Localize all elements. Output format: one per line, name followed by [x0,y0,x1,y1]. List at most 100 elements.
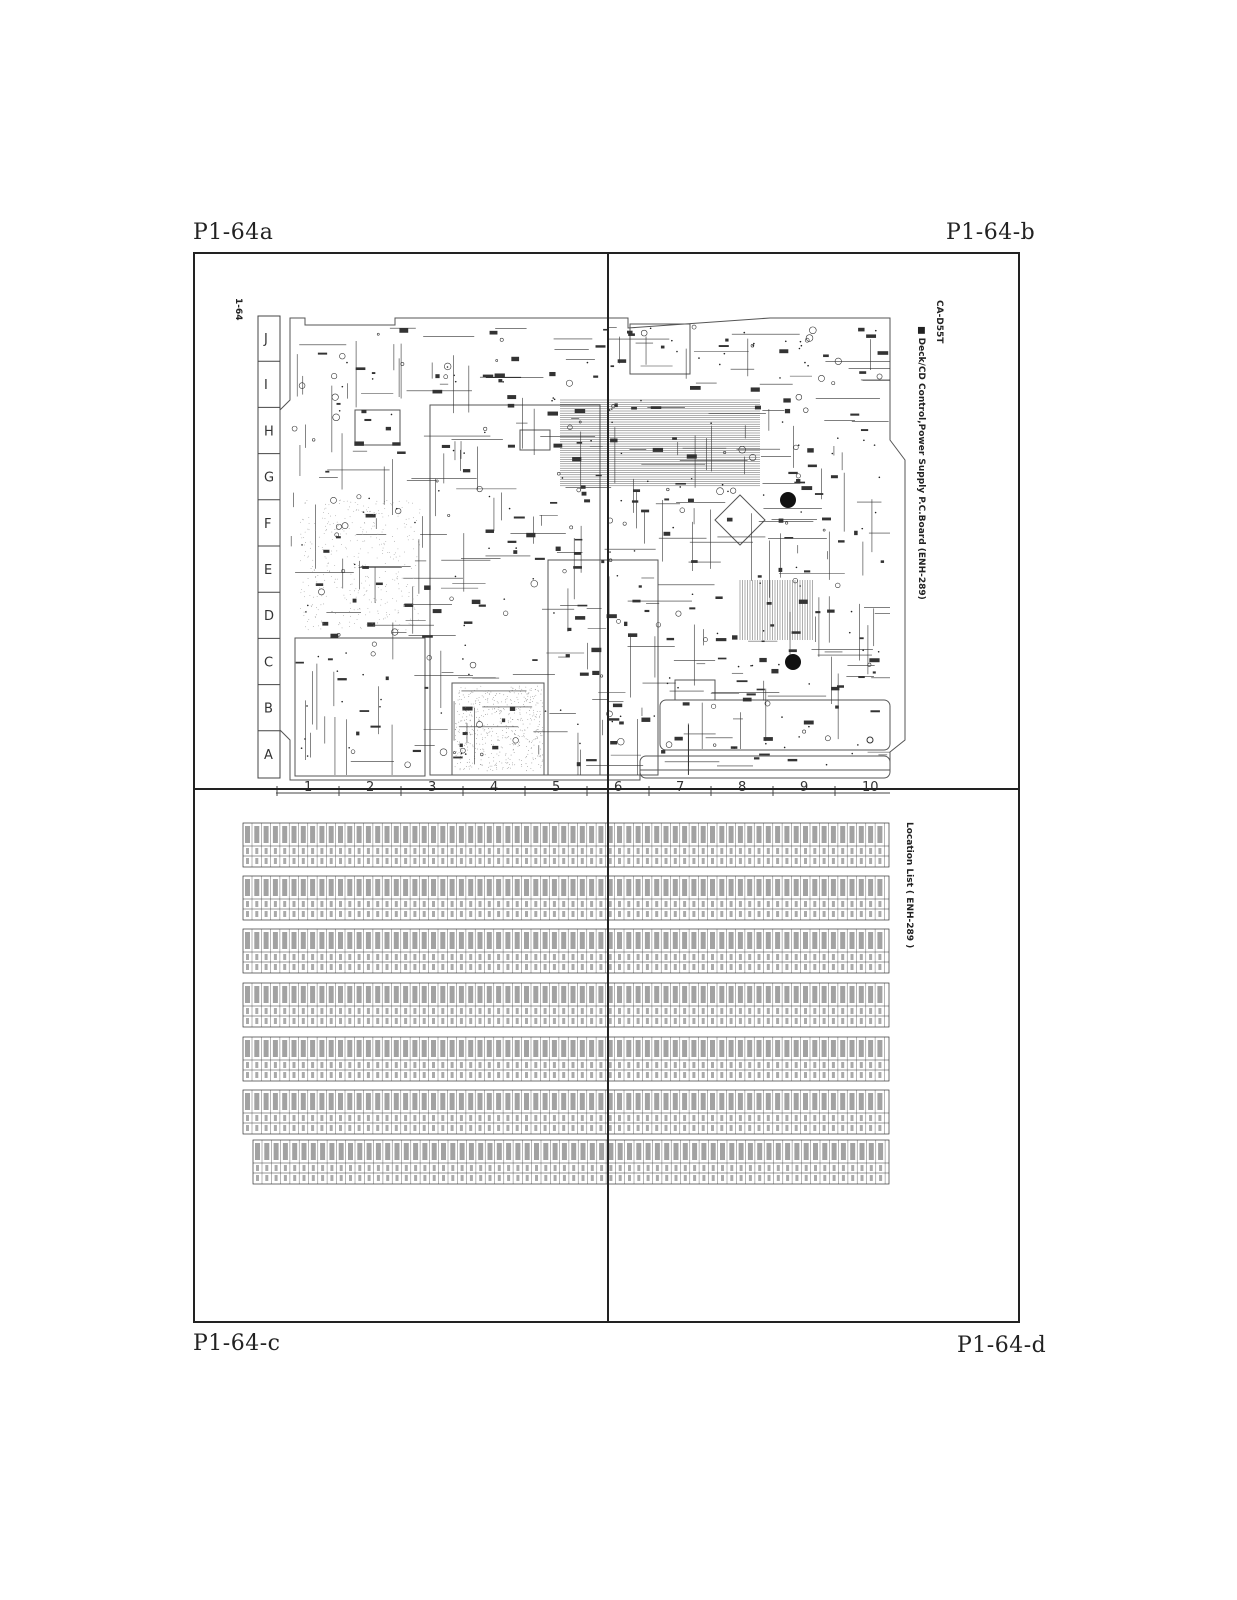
texture-dot [304,503,306,504]
pad [336,632,341,637]
cell-text-block [292,1072,296,1078]
component [660,345,665,349]
cell-text-block [878,1008,882,1014]
cell-text-block [487,901,491,907]
cell-text-block [869,848,873,854]
texture-dot [454,739,456,741]
cell-text-block [413,1125,417,1131]
cell-text-block [450,1115,454,1121]
texture-dot [492,730,494,732]
component [471,599,481,605]
cell-text-block [841,954,845,960]
cell-text-block [711,1062,714,1068]
cell-text-block [301,954,305,960]
cell-text-block [365,1093,371,1110]
cell-text-block [301,1008,305,1014]
cell-text-block [478,858,482,864]
cell-text-block [393,1040,399,1057]
texture-dot [471,728,473,730]
cell-text-block [450,901,454,907]
pcb-components [291,324,889,772]
component [631,406,637,410]
texture-dot [384,563,386,564]
via [462,658,464,660]
texture-dot [396,577,398,579]
via [783,746,786,749]
texture-dot [343,500,345,502]
cell-text-block [320,1115,324,1121]
pad [730,487,737,494]
cell-text-block [394,911,398,917]
cell-text-block [673,1062,677,1068]
texture-dot [350,573,352,575]
pad [476,721,483,728]
cell-text-block [320,901,324,907]
cell-text-block [302,1175,306,1181]
cell-text-block [394,858,398,864]
pad [793,444,799,451]
texture-dot [303,537,305,538]
via [502,381,504,383]
texture-dot [382,550,384,551]
texture-dot [477,729,478,731]
texture-dot [527,699,528,700]
cell-text-block [515,954,519,960]
texture-dot [512,749,514,751]
texture-dot [519,745,521,746]
cell-text-block [393,986,399,1003]
cell-text-block [626,879,632,896]
cell-text-block [421,932,427,949]
cell-text-block [339,858,342,864]
cell-text-block [711,964,714,970]
cell-text-block [421,826,427,843]
via [553,398,556,401]
via [532,577,535,580]
texture-dot [334,581,336,583]
texture-dot [483,730,485,732]
cell-text-block [338,1093,343,1110]
cell-text-block [720,858,724,864]
cell-text-block [385,954,389,960]
cell-text-block [525,901,528,907]
cell-text-block [246,1008,249,1014]
texture-dot [395,628,397,630]
cell-text-block [757,1008,761,1014]
component [327,658,333,661]
cell-text-block [580,901,584,907]
component [664,498,670,501]
texture-dot [470,703,472,705]
cell-text-block [561,986,567,1003]
via [837,437,839,439]
texture-dot [471,725,472,727]
cell-text-block [655,1125,659,1131]
texture-dot [363,595,365,597]
texture-dot [356,539,358,541]
cell-text-block [254,826,260,843]
cell-text-block [710,1093,715,1110]
cell-text-block [497,1018,501,1024]
texture-dot [349,602,351,604]
texture-dot [314,529,316,531]
texture-dot [540,700,542,701]
texture-dot [515,730,516,731]
cell-text-block [775,826,781,843]
component [880,560,885,563]
location-table [242,1089,890,1135]
pad [802,729,807,734]
cell-text-block [832,1165,836,1171]
cell-text-block [570,1040,576,1057]
cell-text-block [664,954,668,960]
cell-text-block [600,1165,604,1171]
texture-dot [335,528,337,530]
texture-dot [411,567,412,569]
cell-text-block [534,1115,538,1121]
cell-text-block [393,932,399,949]
via [878,476,881,479]
cell-text-block [394,1062,398,1068]
cell-text-block [478,1062,482,1068]
cell-text-block [515,1008,519,1014]
texture-dot [370,536,372,538]
cell-text-block [543,1072,547,1078]
texture-dot [476,723,478,724]
cell-text-block [432,1008,435,1014]
